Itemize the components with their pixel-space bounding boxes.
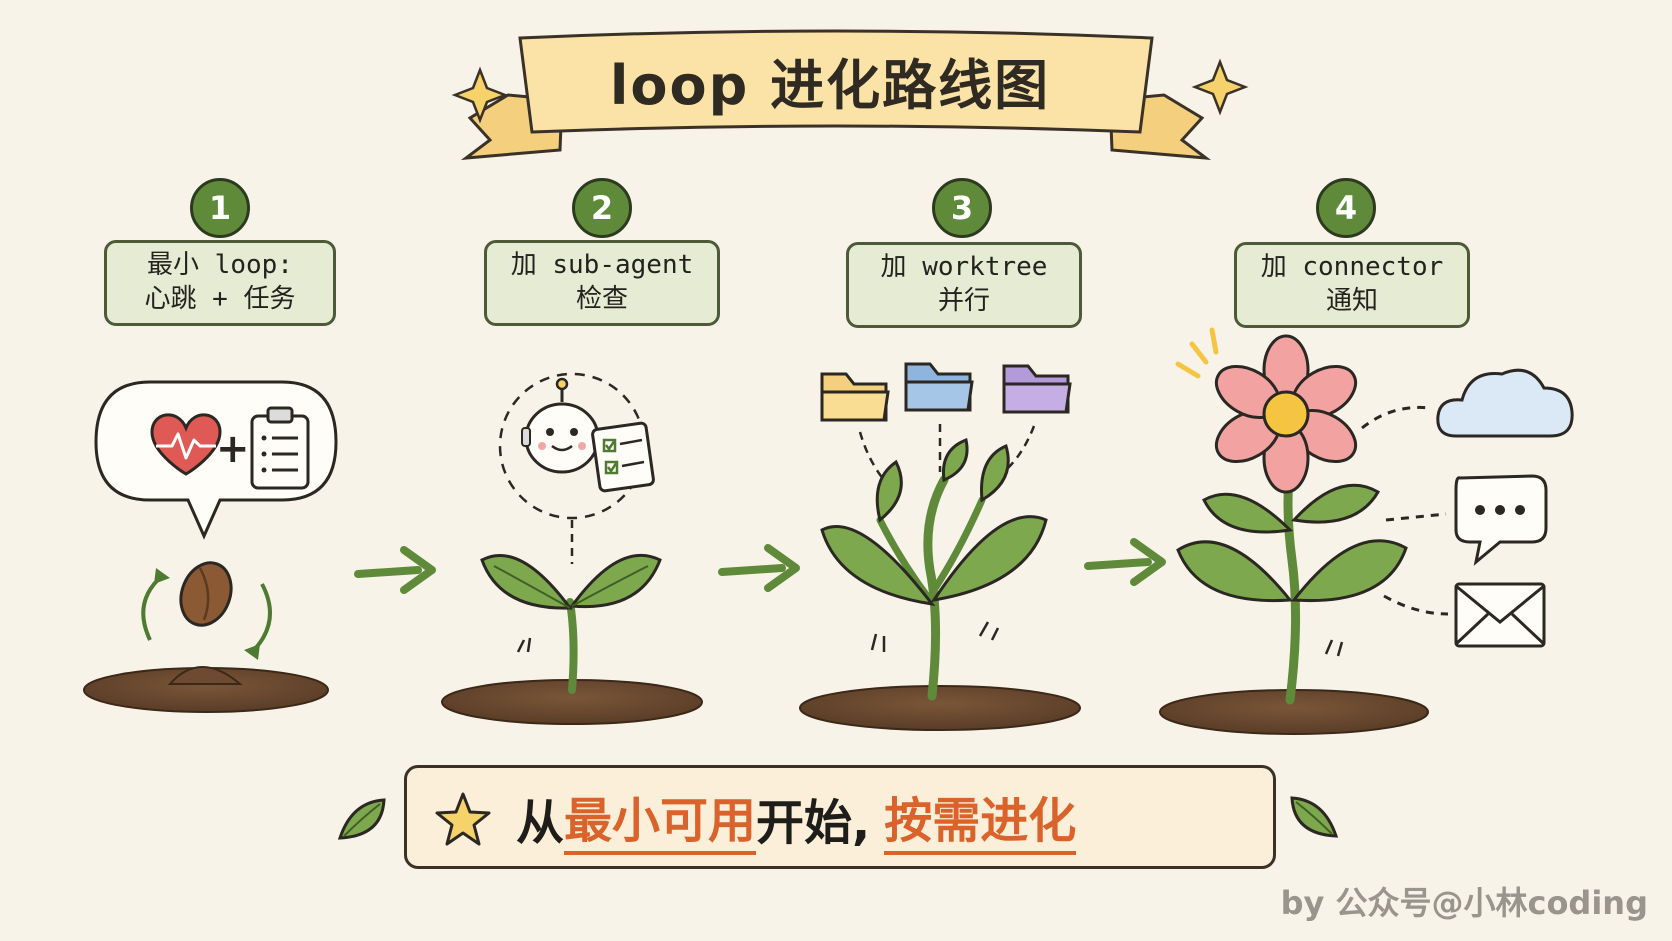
- cycle-arrows-icon: [141, 568, 272, 660]
- folder-icon: [1002, 364, 1072, 414]
- plant-icon: [820, 437, 1048, 701]
- clipboard-icon: [250, 406, 310, 490]
- step-1-number: 1: [190, 178, 250, 238]
- soil-mound: [799, 685, 1081, 731]
- sparkle-icon: [1191, 58, 1249, 116]
- slogan-box: [404, 765, 1276, 869]
- dashed-connector: [1385, 512, 1447, 522]
- mail-icon: [1454, 582, 1546, 648]
- step-3-line2: 并行: [937, 286, 990, 316]
- page-title: loop 进化路线图: [609, 53, 1051, 117]
- arrow-right-icon: [354, 546, 436, 594]
- step-1-line1: 最小 loop:: [147, 250, 293, 281]
- step-2-number: 2: [572, 178, 632, 238]
- heart-icon: [150, 413, 222, 476]
- seed-icon: [179, 561, 233, 627]
- sprout-icon: [480, 553, 662, 694]
- step-4-number: 4: [1316, 178, 1376, 238]
- step-3-number: 3: [932, 178, 992, 238]
- step-4-line2: 通知: [1325, 286, 1378, 316]
- step-1-line2: 心跳 + 任务: [144, 284, 296, 314]
- leaf-icon: [337, 798, 386, 840]
- dashed-connector: [1007, 425, 1036, 469]
- title-banner: [460, 29, 1212, 160]
- slogan-text: 从 最小可用 开始, 按需进化: [516, 778, 1077, 858]
- credit-text: by 公众号@小林coding: [1280, 884, 1648, 922]
- slogan-highlight-1: 最小可用: [564, 781, 757, 855]
- step-3-label: 加 worktree 并行: [846, 242, 1082, 328]
- chat-bubble-icon: [1454, 474, 1548, 566]
- dashed-connector: [1361, 405, 1431, 430]
- step-4-label: 加 connector 通知: [1234, 242, 1470, 328]
- checklist-icon: [591, 421, 655, 493]
- step-2-line2: 检查: [575, 284, 628, 314]
- folder-icon: [820, 372, 890, 422]
- step-3-line1: 加 worktree: [880, 252, 1048, 283]
- robot-icon: [521, 377, 600, 474]
- step-2-line1: 加 sub-agent: [510, 250, 694, 281]
- dashed-connector: [858, 431, 885, 481]
- step-4-line1: 加 connector: [1260, 252, 1444, 283]
- star-icon: [435, 792, 491, 846]
- slogan-part3: 开始,: [756, 795, 871, 851]
- plus-sign: +: [216, 426, 250, 472]
- flower-icon: [1175, 327, 1408, 705]
- leaf-icon: [1290, 796, 1339, 838]
- soil-mound: [83, 666, 329, 713]
- step-1-label: 最小 loop: 心跳 + 任务: [104, 240, 336, 326]
- slogan-part1: 从: [516, 795, 565, 851]
- slogan-highlight-2: 按需进化: [884, 781, 1077, 855]
- arrow-right-icon: [1084, 538, 1166, 586]
- arrow-right-icon: [718, 544, 800, 592]
- dashed-connector: [1383, 594, 1449, 616]
- sparkle-icon: [451, 66, 509, 124]
- step-2-label: 加 sub-agent 检查: [484, 240, 720, 326]
- folder-icon: [904, 362, 974, 412]
- cloud-icon: [1436, 368, 1574, 438]
